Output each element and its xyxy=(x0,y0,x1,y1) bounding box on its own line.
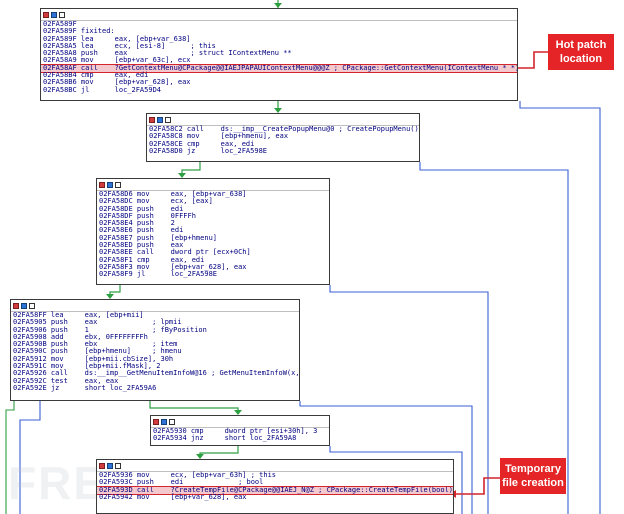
color-block-blue-icon xyxy=(157,116,163,123)
instruction-line[interactable]: 02FA590B push ebx ; item xyxy=(13,340,178,349)
node-header xyxy=(11,300,299,312)
color-block-red-icon xyxy=(13,302,19,309)
instruction-line[interactable]: 02FA58CE cmp eax, edi xyxy=(149,139,255,148)
node-header xyxy=(97,460,453,472)
instruction-line[interactable]: 02FA5905 push eax ; lpmii xyxy=(13,318,182,327)
instruction-line[interactable]: 02FA58B6 mov [ebp+var_628], eax xyxy=(43,78,191,87)
instruction-line[interactable]: 02FA58DE push edi xyxy=(99,204,184,213)
instruction-line[interactable]: 02FA58E4 push 2 xyxy=(99,219,175,228)
instruction-line[interactable]: 02FA58E7 push [ebp+hmenu] xyxy=(99,233,218,242)
color-block-blue-icon xyxy=(107,181,113,188)
temp-file-callout: Temporary file creation xyxy=(500,458,566,494)
edge-branch-b xyxy=(419,162,569,514)
instruction-line[interactable]: 02FA58F1 cmp eax, edi xyxy=(99,255,205,264)
instruction-line[interactable]: 02FA58F9 jl loc_2FA598E xyxy=(99,270,218,279)
instruction-line[interactable]: 02FA58C8 mov [ebp+hmenu], eax xyxy=(149,132,289,141)
highlighted-instruction-line[interactable]: 02FA593D call ?CreateTempFile@CPackage@@… xyxy=(97,485,454,495)
instruction-line[interactable]: 02FA5934 jnz short loc_2FA59A8 xyxy=(153,434,297,443)
instruction-line[interactable]: 02FA58BC jl loc_2FA59D4 xyxy=(43,85,162,94)
edge-2-3 xyxy=(181,162,201,177)
edge-branch-e xyxy=(329,446,463,514)
instruction-line[interactable]: 02FA58D0 jz loc_2FA598E xyxy=(149,146,268,155)
code-block-node-3[interactable]: 02FA58D6 mov eax, [ebp+var_638]02FA58DC … xyxy=(96,178,330,285)
node-header xyxy=(151,416,329,428)
graph-icon xyxy=(59,11,65,18)
edge-2-3-arrowhead xyxy=(178,173,186,178)
instruction-line[interactable]: 02FA589F xyxy=(43,20,77,28)
instruction-line[interactable]: 02FA593C push edi ; bool xyxy=(99,478,264,487)
edge-branch-a xyxy=(519,101,601,514)
graph-icon xyxy=(165,116,171,123)
graph-icon xyxy=(169,418,175,425)
code-block-node-4[interactable]: 02FA58FF lea eax, [ebp+mii]02FA5905 push… xyxy=(10,299,300,401)
color-block-blue-icon xyxy=(21,302,27,309)
node-header xyxy=(147,114,419,126)
instruction-line[interactable]: 02FA591C mov [ebp+mii.fMask], 2 xyxy=(13,362,161,371)
instruction-line[interactable]: 02FA5912 mov [ebp+mii.cbSize], 30h xyxy=(13,354,174,363)
instruction-line[interactable]: 02FA58B4 cmp eax, edi xyxy=(43,71,149,80)
instruction-line[interactable]: 02FA5908 add ebx, 0FFFFFFFFh xyxy=(13,332,148,341)
instruction-line[interactable]: 02FA58A5 lea ecx, [esi-8] ; this xyxy=(43,41,216,50)
instruction-line[interactable]: 02FA592E jz short loc_2FA59A6 xyxy=(13,383,157,392)
color-block-red-icon xyxy=(149,116,155,123)
edge-1-2-arrowhead xyxy=(274,108,282,113)
instruction-line[interactable]: 02FA58DC mov ecx, [eax] xyxy=(99,197,213,206)
color-block-red-icon xyxy=(99,181,105,188)
highlighted-instruction-line[interactable]: 02FA58AF call ?GetContextMenu@CPackage@@… xyxy=(41,63,518,74)
edge-entry-arrowhead xyxy=(274,3,282,8)
color-block-blue-icon xyxy=(107,462,113,469)
instruction-line[interactable]: 02FA5926 call ds:__imp__GetMenuItemInfoW… xyxy=(13,369,300,378)
instruction-line[interactable]: 02FA58FF lea eax, [ebp+mii] xyxy=(13,311,144,319)
hot-patch-arrow xyxy=(518,51,548,69)
instruction-line[interactable]: 02FA58A8 push eax ; struct IContextMenu … xyxy=(43,49,292,58)
graph-icon xyxy=(115,181,121,188)
instruction-line[interactable]: 02FA58A9 mov [ebp+var_63c], ecx xyxy=(43,56,191,65)
edge-5-6-arrowhead xyxy=(196,454,204,459)
instruction-line[interactable]: 02FA58C2 call ds:__imp__CreatePopupMenu@… xyxy=(149,125,419,133)
instruction-line[interactable]: 02FA58D6 mov eax, [ebp+var_638] xyxy=(99,190,247,198)
instruction-line[interactable]: 02FA589F lea eax, [ebp+var_638] xyxy=(43,34,191,43)
edge-4-5-arrowhead xyxy=(234,410,242,415)
node-lines: 02FA58C2 call ds:__imp__CreatePopupMenu@… xyxy=(147,125,419,155)
instruction-line[interactable]: 02FA592C test eax, eax xyxy=(13,376,119,385)
temp-file-arrow xyxy=(456,477,500,495)
hot-patch-callout: Hot patch location xyxy=(548,34,614,70)
graph-icon xyxy=(115,462,121,469)
edge-branch-d xyxy=(299,401,473,514)
instruction-line[interactable]: 02FA58EE call dword ptr [ecx+0Ch] xyxy=(99,248,251,257)
node-header xyxy=(41,9,517,21)
node-lines: 02FA58FF lea eax, [ebp+mii]02FA5905 push… xyxy=(11,311,300,392)
instruction-line[interactable]: 02FA5906 push 1 ; fByPosition xyxy=(13,325,207,334)
instruction-line[interactable]: 02FA5942 mov [ebp+var_628], eax xyxy=(99,492,247,501)
color-block-red-icon xyxy=(99,462,105,469)
color-block-red-icon xyxy=(43,11,49,18)
color-block-red-icon xyxy=(153,418,159,425)
edge-left-loop xyxy=(5,401,15,514)
instruction-line[interactable]: 02FA58ED push eax xyxy=(99,241,184,250)
instruction-line[interactable]: 02FA590C push [ebp+hmenu] ; hmenu xyxy=(13,347,182,356)
code-block-node-2[interactable]: 02FA58C2 call ds:__imp__CreatePopupMenu@… xyxy=(146,113,420,162)
edge-left-loop-b xyxy=(19,401,41,514)
instruction-line[interactable]: 02FA58DF push 0FFFFh xyxy=(99,211,196,220)
color-block-blue-icon xyxy=(161,418,167,425)
instruction-line[interactable]: 02FA58F3 mov [ebp+var_628], eax xyxy=(99,262,247,271)
edge-3-4-arrowhead xyxy=(106,294,114,299)
edge-4-5 xyxy=(149,401,239,414)
node-lines: 02FA58D6 mov eax, [ebp+var_638]02FA58DC … xyxy=(97,190,329,279)
instruction-line[interactable]: 02FA5930 cmp dword ptr [esi+30h], 3 xyxy=(153,427,318,435)
color-block-blue-icon xyxy=(51,11,57,18)
edge-branch-c xyxy=(329,285,489,514)
instruction-line[interactable]: 02FA58E6 push edi xyxy=(99,226,184,235)
node-header xyxy=(97,179,329,191)
instruction-line[interactable]: 02FA5936 mov ecx, [ebp+var_63h] ; this xyxy=(99,471,277,479)
graph-icon xyxy=(29,302,35,309)
instruction-line[interactable]: 02FA589F fixited: xyxy=(43,27,115,36)
